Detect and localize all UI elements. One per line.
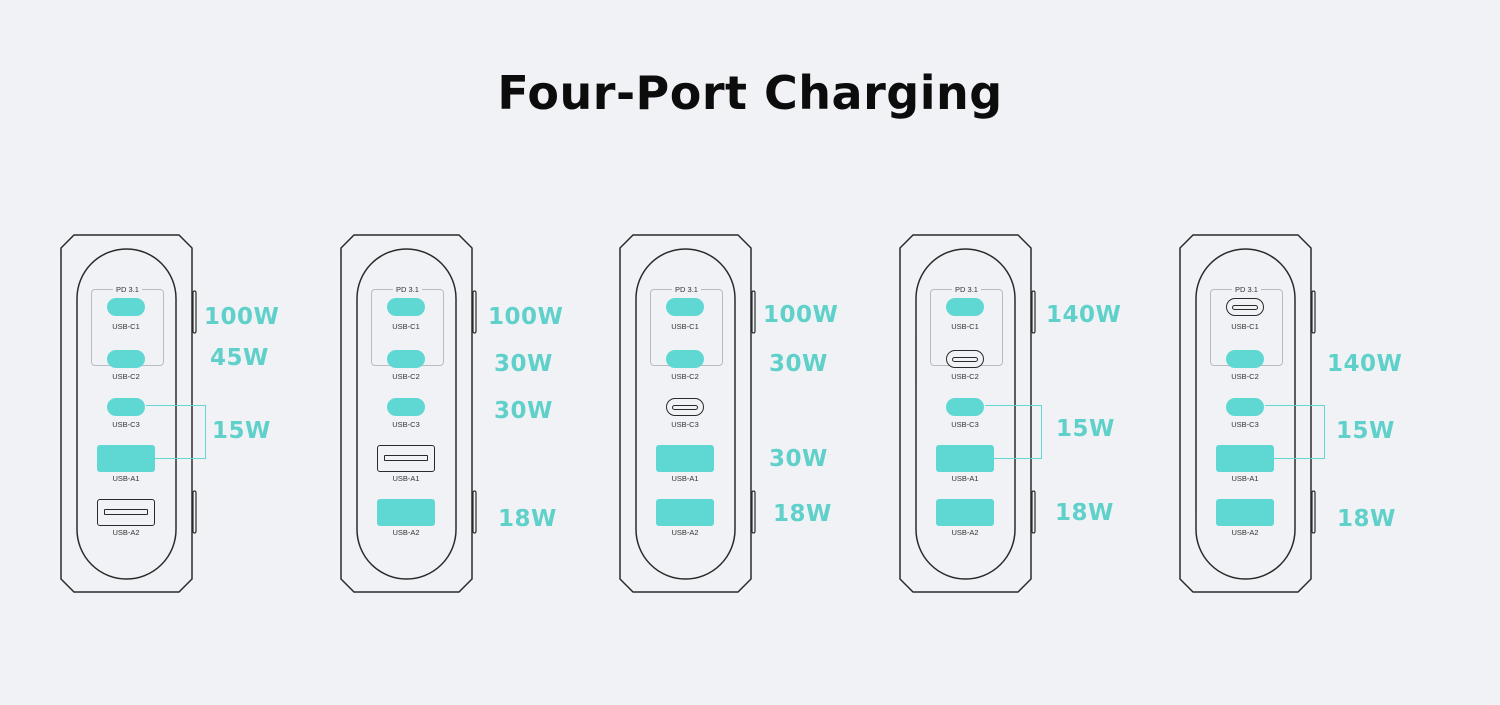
charger-body-outline [619,234,756,593]
watt-label: 18W [773,501,832,527]
usb-a1-port [656,445,714,472]
usb-c1-port [1226,298,1264,316]
watt-label: 30W [769,351,828,377]
usb-c3-port [946,398,984,416]
usb-a2-label: USB-A2 [1231,528,1259,537]
charger-body-outline [899,234,1036,593]
usb-c3-label: USB-C3 [951,420,979,429]
usb-c2-label: USB-C2 [112,372,140,381]
usb-a2-label: USB-A2 [112,528,140,537]
pd31-label: PD 3.1 [650,285,723,294]
usb-a1-label: USB-A1 [671,474,699,483]
usb-c1-label: USB-C1 [112,322,140,331]
watt-label: 100W [204,304,280,330]
usb-a1-label: USB-A1 [951,474,979,483]
shared-power-bracket [1265,405,1325,459]
usb-c2-label: USB-C2 [1231,372,1259,381]
watt-label: 140W [1046,302,1122,328]
usb-c1-port [946,298,984,316]
usb-c2-label: USB-C2 [671,372,699,381]
usb-c2-port [666,350,704,368]
usb-c2-label: USB-C2 [392,372,420,381]
usb-a1-label: USB-A1 [1231,474,1259,483]
usb-c3-port [666,398,704,416]
pd31-label: PD 3.1 [1210,285,1283,294]
charger-body-outline [1179,234,1316,593]
usb-a2-label: USB-A2 [392,528,420,537]
usb-c3-label: USB-C3 [392,420,420,429]
charger-config-5: PD 3.1 USB-C1 USB-C2 USB-C3 USB-A1 USB-A… [1179,234,1402,593]
watt-label: 100W [763,302,839,328]
watt-label: 30W [769,446,828,472]
usb-c1-label: USB-C1 [1231,322,1259,331]
usb-c1-label: USB-C1 [392,322,420,331]
usb-c1-label: USB-C1 [951,322,979,331]
watt-label: 15W [1336,418,1395,444]
usb-a2-port [1216,499,1274,526]
charger-config-4: PD 3.1 USB-C1 USB-C2 USB-C3 USB-A1 USB-A… [899,234,1121,593]
usb-c3-label: USB-C3 [112,420,140,429]
usb-c3-label: USB-C3 [1231,420,1259,429]
usb-a1-port [97,445,155,472]
usb-a1-label: USB-A1 [112,474,140,483]
watt-label: 18W [1055,500,1114,526]
shared-power-bracket [146,405,206,459]
usb-a2-port [97,499,155,526]
usb-c2-port [107,350,145,368]
usb-a1-label: USB-A1 [392,474,420,483]
pd31-label: PD 3.1 [371,285,444,294]
watt-label: 45W [210,345,269,371]
usb-a2-label: USB-A2 [671,528,699,537]
watt-label: 30W [494,351,553,377]
watt-label: 30W [494,398,553,424]
usb-a1-port [377,445,435,472]
watt-label: 18W [1337,506,1396,532]
charger-body-outline [340,234,477,593]
page-title: Four-Port Charging [497,66,1003,120]
usb-c2-port [946,350,984,368]
usb-c3-label: USB-C3 [671,420,699,429]
usb-c1-port [666,298,704,316]
usb-a2-label: USB-A2 [951,528,979,537]
watt-label: 15W [212,418,271,444]
charger-config-2: PD 3.1 USB-C1 USB-C2 USB-C3 USB-A1 USB-A… [340,234,563,593]
usb-a2-port [377,499,435,526]
usb-a2-port [656,499,714,526]
watt-label: 18W [498,506,557,532]
pd31-label: PD 3.1 [930,285,1003,294]
watt-label: 100W [488,304,564,330]
usb-c2-port [1226,350,1264,368]
watt-label: 15W [1056,416,1115,442]
usb-c3-port [107,398,145,416]
pd31-label: PD 3.1 [91,285,164,294]
usb-a1-port [1216,445,1274,472]
usb-c3-port [1226,398,1264,416]
usb-c1-port [107,298,145,316]
watt-label: 140W [1327,351,1403,377]
usb-a2-port [936,499,994,526]
usb-a1-port [936,445,994,472]
shared-power-bracket [985,405,1042,459]
charger-config-3: PD 3.1 USB-C1 USB-C2 USB-C3 USB-A1 USB-A… [619,234,838,593]
usb-c1-port [387,298,425,316]
usb-c2-port [387,350,425,368]
usb-c1-label: USB-C1 [671,322,699,331]
usb-c3-port [387,398,425,416]
charger-config-1: PD 3.1 USB-C1 USB-C2 USB-C3 USB-A1 USB-A… [60,234,279,593]
charger-body-outline [60,234,197,593]
usb-c2-label: USB-C2 [951,372,979,381]
